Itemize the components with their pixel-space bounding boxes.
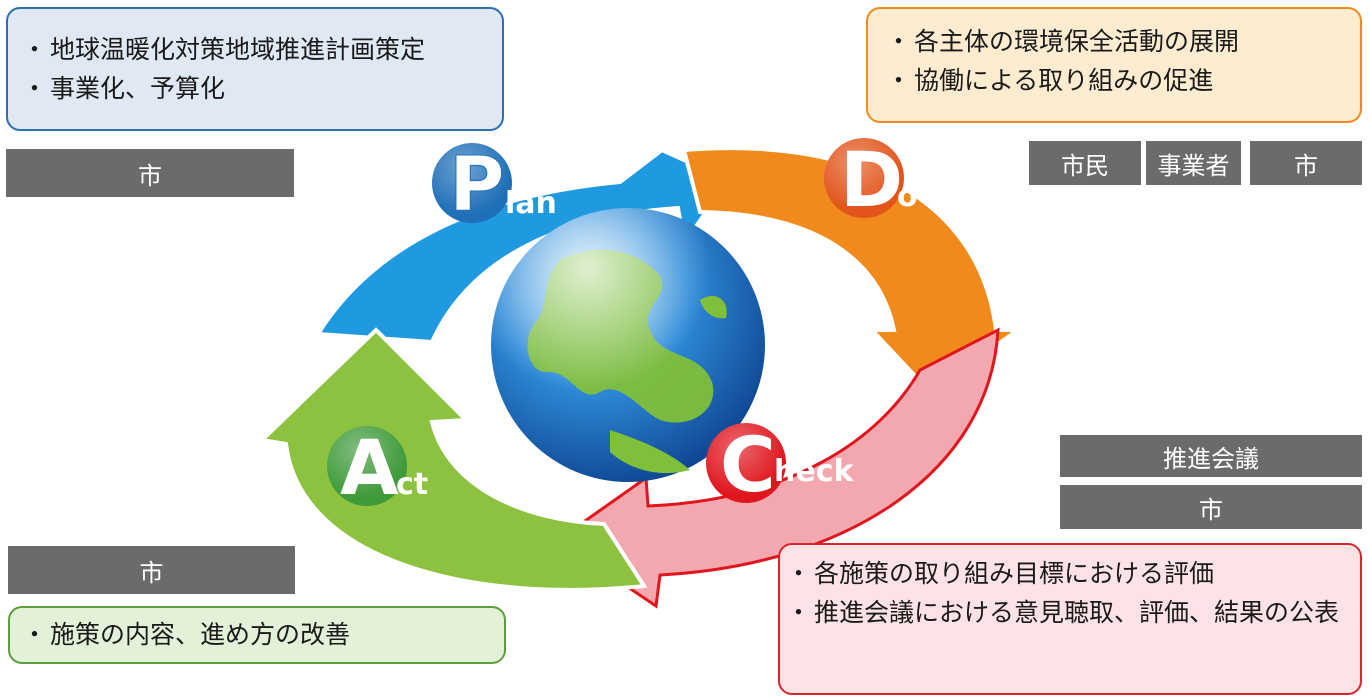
do-item: 協働による取り組みの促進 [886, 62, 1350, 101]
check-notes: 各施策の取り組み目標における評価 推進会議における意見聴取、評価、結果の公表 [778, 543, 1362, 695]
plan-badge-rest: lan [505, 186, 557, 221]
plan-badge-letter: P [449, 139, 505, 228]
plan-item: 事業化、予算化 [22, 70, 492, 109]
plan-item: 地球温暖化対策地域推進計画策定 [22, 31, 492, 70]
check-actor-tag: 推進会議 [1060, 435, 1362, 477]
do-badge-letter: D [840, 135, 903, 224]
plan-badge [432, 143, 512, 223]
act-badge-rest: ct [396, 467, 428, 502]
do-actor-tag: 事業者 [1146, 141, 1241, 185]
act-item: 施策の内容、進め方の改善 [22, 616, 494, 655]
check-arrow [555, 327, 1000, 609]
act-arrow [257, 327, 648, 592]
check-item: 推進会議における意見聴取、評価、結果の公表 [786, 594, 1350, 633]
do-actor-tag: 市民 [1029, 141, 1141, 185]
check-badge-letter: C [720, 420, 776, 509]
check-item: 各施策の取り組み目標における評価 [786, 555, 1350, 594]
check-actor-tag: 市 [1060, 485, 1362, 529]
check-badge-rest: heck [774, 454, 854, 489]
check-badge [706, 423, 786, 503]
do-item: 各主体の環境保全活動の展開 [886, 23, 1350, 62]
do-badge-rest: o [897, 179, 918, 214]
act-badge-letter: A [340, 423, 399, 512]
do-actor-tag: 市 [1250, 141, 1362, 185]
do-notes: 各主体の環境保全活動の展開 協働による取り組みの促進 [866, 7, 1362, 123]
act-notes: 施策の内容、進め方の改善 [8, 606, 506, 664]
do-badge [824, 138, 904, 218]
plan-actor-tag: 市 [6, 149, 294, 197]
plan-notes: 地球温暖化対策地域推進計画策定 事業化、予算化 [6, 7, 504, 131]
globe-icon [491, 208, 765, 482]
act-actor-tag: 市 [8, 546, 295, 594]
act-badge [327, 426, 407, 506]
